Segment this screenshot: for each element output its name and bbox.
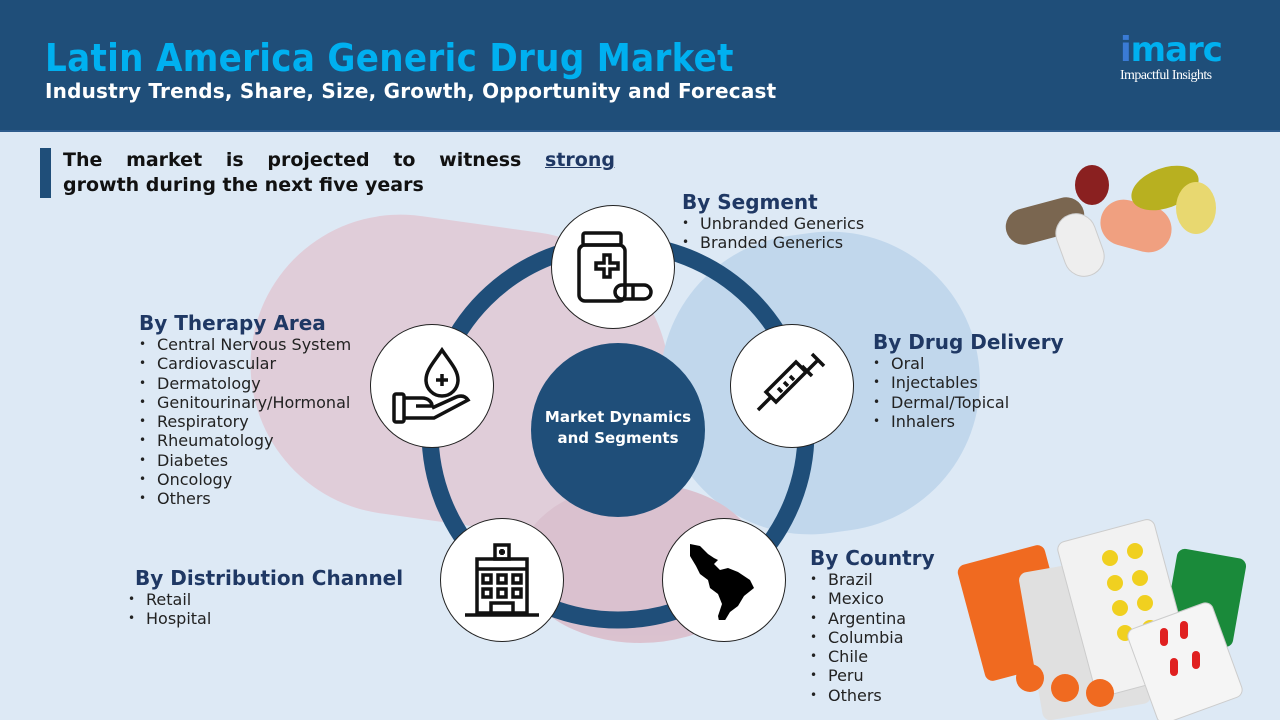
latin-america-map-icon bbox=[690, 544, 754, 620]
strong-highlight: strong bbox=[545, 149, 615, 171]
list-item: Branded Generics bbox=[682, 233, 864, 253]
list-item: Others bbox=[810, 686, 935, 706]
list-item: Argentina bbox=[810, 609, 935, 629]
list-item: Brazil bbox=[810, 570, 935, 590]
list-item: Others bbox=[139, 489, 351, 509]
list-item: Hospital bbox=[128, 609, 403, 629]
hospital-icon bbox=[465, 543, 539, 617]
list-item: Chile bbox=[810, 647, 935, 667]
distribution-channel-group: By Distribution Channel RetailHospital bbox=[128, 566, 403, 629]
therapy-area-group: By Therapy Area Central Nervous SystemCa… bbox=[139, 311, 351, 509]
therapy-area-node bbox=[370, 324, 494, 448]
list-item: Respiratory bbox=[139, 412, 351, 432]
header-banner: Latin America Generic Drug Market Indust… bbox=[0, 0, 1280, 132]
list-item: Peru bbox=[810, 666, 935, 686]
page-title: Latin America Generic Drug Market bbox=[45, 36, 734, 80]
list-item: Injectables bbox=[873, 373, 1064, 393]
country-node bbox=[662, 518, 786, 642]
list-item: Genitourinary/Hormonal bbox=[139, 393, 351, 413]
list-item: Unbranded Generics bbox=[682, 214, 864, 234]
hand-drop-icon bbox=[392, 346, 471, 424]
drug-delivery-group: By Drug Delivery OralInjectablesDermal/T… bbox=[873, 330, 1064, 431]
list-item: Retail bbox=[128, 590, 403, 610]
list-item: Central Nervous System bbox=[139, 335, 351, 355]
pills-image bbox=[1005, 165, 1216, 277]
list-item: Cardiovascular bbox=[139, 354, 351, 374]
list-item: Mexico bbox=[810, 589, 935, 609]
list-item: Rheumatology bbox=[139, 431, 351, 451]
blister-packs-image bbox=[957, 519, 1247, 720]
segment-node bbox=[551, 205, 675, 329]
distribution-channel-node bbox=[440, 518, 564, 642]
list-item: Dermal/Topical bbox=[873, 393, 1064, 413]
imarc-logo: imarc Impactful Insights bbox=[1120, 30, 1223, 83]
list-item: Dermatology bbox=[139, 374, 351, 394]
list-item: Columbia bbox=[810, 628, 935, 648]
syringe-icon bbox=[756, 352, 826, 412]
country-group: By Country BrazilMexicoArgentinaColumbia… bbox=[810, 546, 935, 705]
medicine-bottle-icon bbox=[577, 231, 653, 303]
segment-group: By Segment Unbranded GenericsBranded Gen… bbox=[682, 190, 864, 253]
list-item: Oncology bbox=[139, 470, 351, 490]
page-subtitle: Industry Trends, Share, Size, Growth, Op… bbox=[45, 79, 777, 103]
background-capsule-image bbox=[250, 165, 1247, 720]
list-item: Oral bbox=[873, 354, 1064, 374]
list-item: Inhalers bbox=[873, 412, 1064, 432]
drug-delivery-node bbox=[730, 324, 854, 448]
list-item: Diabetes bbox=[139, 451, 351, 471]
